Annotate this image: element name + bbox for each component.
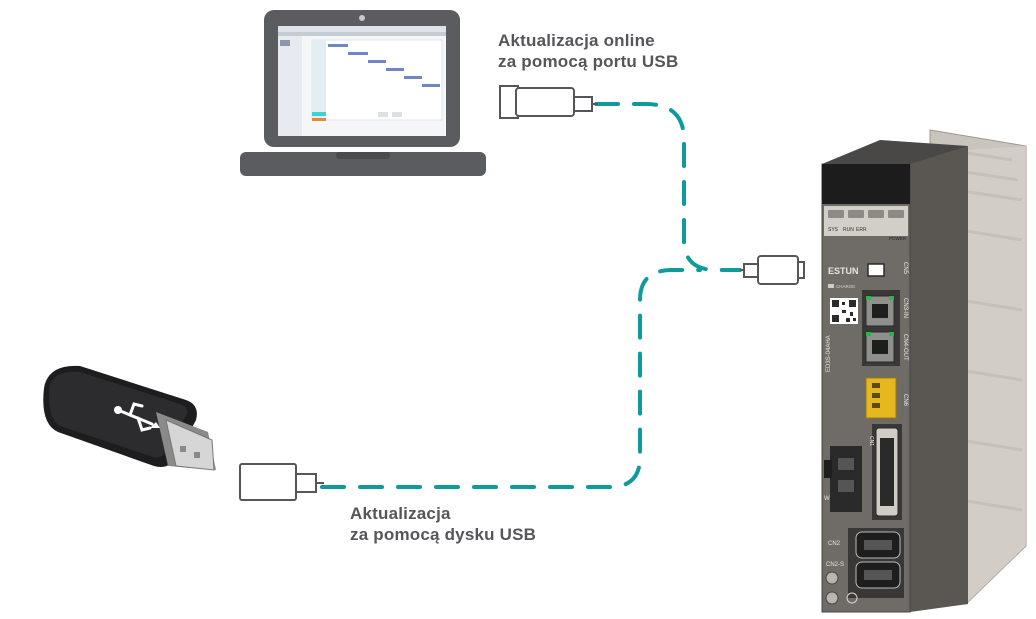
port-cn5-label: CN5 <box>902 262 908 275</box>
caption-online-line2: za pomocą portu USB <box>498 52 679 71</box>
model-label: ED3S-04AHA <box>826 335 832 372</box>
port-cn1-label: CN1 <box>868 436 874 446</box>
usb-plug-stick-icon <box>239 463 324 501</box>
port-cn6-label: CN6 <box>902 394 908 407</box>
caption-usb-drive-update: Aktualizacja za pomocą dysku USB <box>350 503 536 545</box>
usb-plug-drive-icon <box>740 255 805 285</box>
charge-label: CHARGE <box>836 284 855 289</box>
port-cn2-s-label: CN2-S <box>826 562 844 568</box>
caption-online-line1: Aktualizacja online <box>498 31 655 50</box>
led-err-label: ERR <box>856 227 867 233</box>
caption-usb-drive-line1: Aktualizacja <box>350 504 451 523</box>
servo-drive-icon: SYS RUN ERR POWER ESTUN CHARGE CN5 ED3S-… <box>821 129 1027 613</box>
led-run-label: RUN <box>843 227 854 233</box>
caption-online-update: Aktualizacja online za pomocą portu USB <box>498 30 678 72</box>
encoder-ports <box>848 528 904 598</box>
usb-flash-drive-icon <box>43 365 216 471</box>
power-terminal <box>824 446 862 512</box>
port-cn4-out-label: CN4-OUT <box>902 334 908 361</box>
cable-usb-drive <box>320 268 702 489</box>
ground-screws <box>825 571 858 605</box>
port-cn2-label: CN2 <box>828 541 841 547</box>
power-label: POWER <box>889 236 907 241</box>
laptop-icon <box>240 10 486 176</box>
cable-online <box>594 102 742 272</box>
rj45-ports <box>862 290 900 366</box>
qr-code <box>830 298 858 324</box>
terminal-w-label: W <box>824 496 830 502</box>
caption-usb-drive-line2: za pomocą dysku USB <box>350 525 537 544</box>
cn1-connector <box>872 424 902 520</box>
usb-plug-online-icon <box>499 85 598 119</box>
led-sys-label: SYS <box>828 227 839 233</box>
brand-logo: ESTUN <box>828 266 859 276</box>
cn6-terminal <box>865 377 897 419</box>
port-cn3-in-label: CN3-IN <box>902 298 908 318</box>
